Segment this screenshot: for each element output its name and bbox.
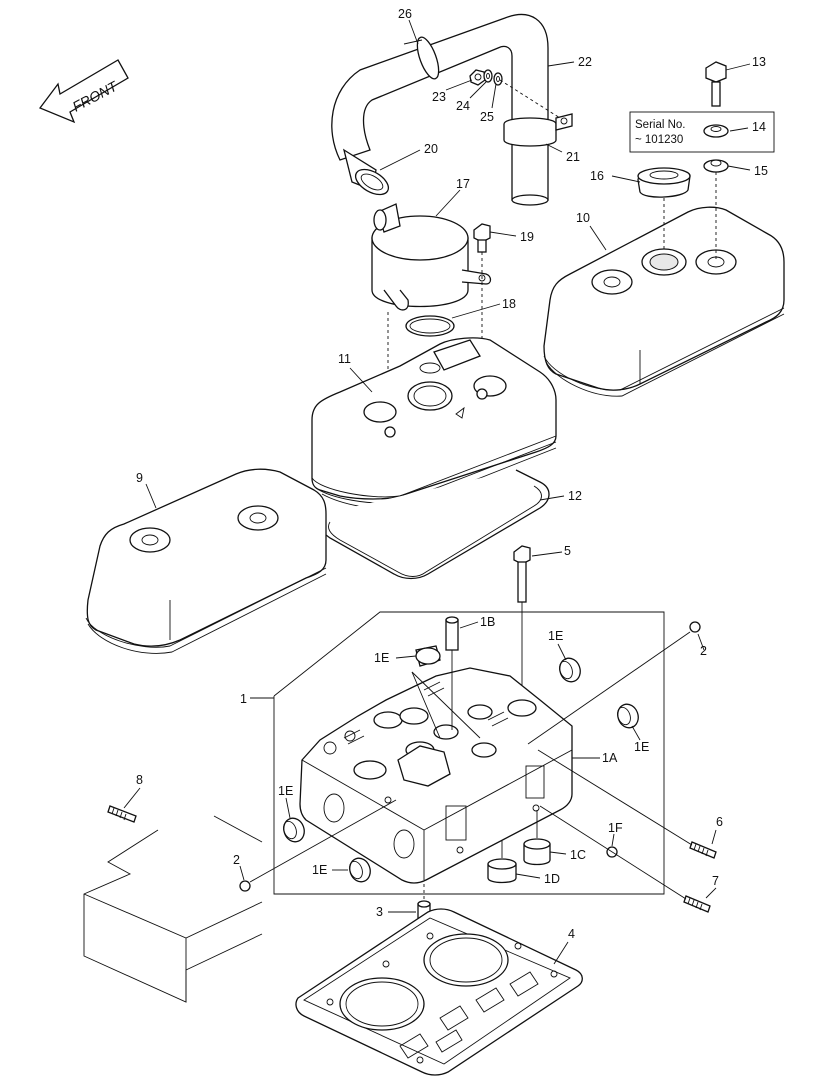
callout-1: 1 (240, 692, 247, 706)
part-7-stud (539, 805, 711, 913)
part-4-head-gasket (295, 908, 583, 1076)
callout-1E-e: 1E (312, 863, 327, 877)
callout-3: 3 (376, 905, 383, 919)
callout-22: 22 (578, 55, 592, 69)
front-arrow: FRONT (38, 59, 129, 124)
part-9-rocker-cover (85, 468, 327, 654)
callout-1E-c: 1E (634, 740, 649, 754)
callout-18: 18 (502, 297, 516, 311)
part-13-bolt (705, 61, 727, 107)
callout-1E-d: 1E (278, 784, 293, 798)
part-24-washer (483, 69, 493, 83)
callout-10: 10 (576, 211, 590, 225)
part-1C-cup (523, 810, 551, 866)
part-11-rocker-cover (311, 337, 557, 510)
part-1E-plug-b (559, 657, 581, 683)
callout-15: 15 (754, 164, 768, 178)
part-25-washer (493, 72, 503, 86)
callout-26: 26 (398, 7, 412, 21)
callout-25: 25 (480, 110, 494, 124)
part-23-nut (469, 69, 486, 86)
part-15-plug (703, 159, 729, 260)
callout-13: 13 (752, 55, 766, 69)
callout-19: 19 (520, 230, 534, 244)
callout-1F: 1F (608, 821, 623, 835)
part-2-dowel-b (239, 799, 397, 892)
part-1E-plug-d (283, 817, 305, 843)
callout-5: 5 (564, 544, 571, 558)
callout-14: 14 (752, 120, 766, 134)
part-19-bolt (473, 223, 491, 253)
callout-1E-a: 1E (374, 651, 389, 665)
part-1-cylinder-head (299, 667, 573, 884)
callout-4: 4 (568, 927, 575, 941)
callout-1C: 1C (570, 848, 586, 862)
serial-note-line1: Serial No. (635, 119, 686, 131)
callout-1B: 1B (480, 615, 495, 629)
part-1B-pin (445, 616, 459, 730)
callout-11: 11 (338, 352, 351, 366)
callout-2-b: 2 (233, 853, 240, 867)
callout-12: 12 (568, 489, 582, 503)
serial-note-line2: ~ 101230 (635, 134, 683, 146)
part-6-stud (537, 749, 717, 859)
callout-23: 23 (432, 90, 446, 104)
callout-17: 17 (456, 177, 470, 191)
callout-9: 9 (136, 471, 143, 485)
part-5-bolt (513, 545, 531, 706)
part-14-seal: Serial No. ~ 101230 (629, 111, 775, 153)
part-1-group-frame (273, 611, 665, 895)
callout-7: 7 (712, 874, 719, 888)
part-18-o-ring (405, 315, 455, 337)
part-10-rocker-cover (543, 206, 785, 397)
part-1E-plug-e (349, 857, 371, 883)
callout-leaders (123, 19, 751, 965)
part-26-hose-clamp (403, 36, 440, 80)
callout-1A: 1A (602, 751, 618, 765)
callout-20: 20 (424, 142, 438, 156)
part-16-oil-filler-cap (637, 167, 691, 250)
callout-2-a: 2 (700, 644, 707, 658)
part-8-stud (107, 805, 137, 823)
part-2-dowel-a (527, 621, 701, 745)
part-17-breather (371, 203, 492, 311)
callout-16: 16 (590, 169, 604, 183)
part-1E-plug-c (617, 703, 639, 729)
part-1D-cup (487, 840, 517, 884)
callout-21: 21 (566, 150, 580, 164)
callout-1D: 1D (544, 872, 560, 886)
callout-24: 24 (456, 99, 470, 113)
callout-1E-b: 1E (548, 629, 563, 643)
callout-8: 8 (136, 773, 143, 787)
part-21-bracket (503, 113, 573, 147)
engine-block-reference (83, 815, 263, 1003)
callout-labels: 26 22 23 24 25 21 20 17 19 18 11 10 16 1… (136, 7, 768, 941)
part-20-hose-clamp (342, 148, 390, 196)
part-22-breather-hose (331, 13, 549, 206)
callout-6: 6 (716, 815, 723, 829)
